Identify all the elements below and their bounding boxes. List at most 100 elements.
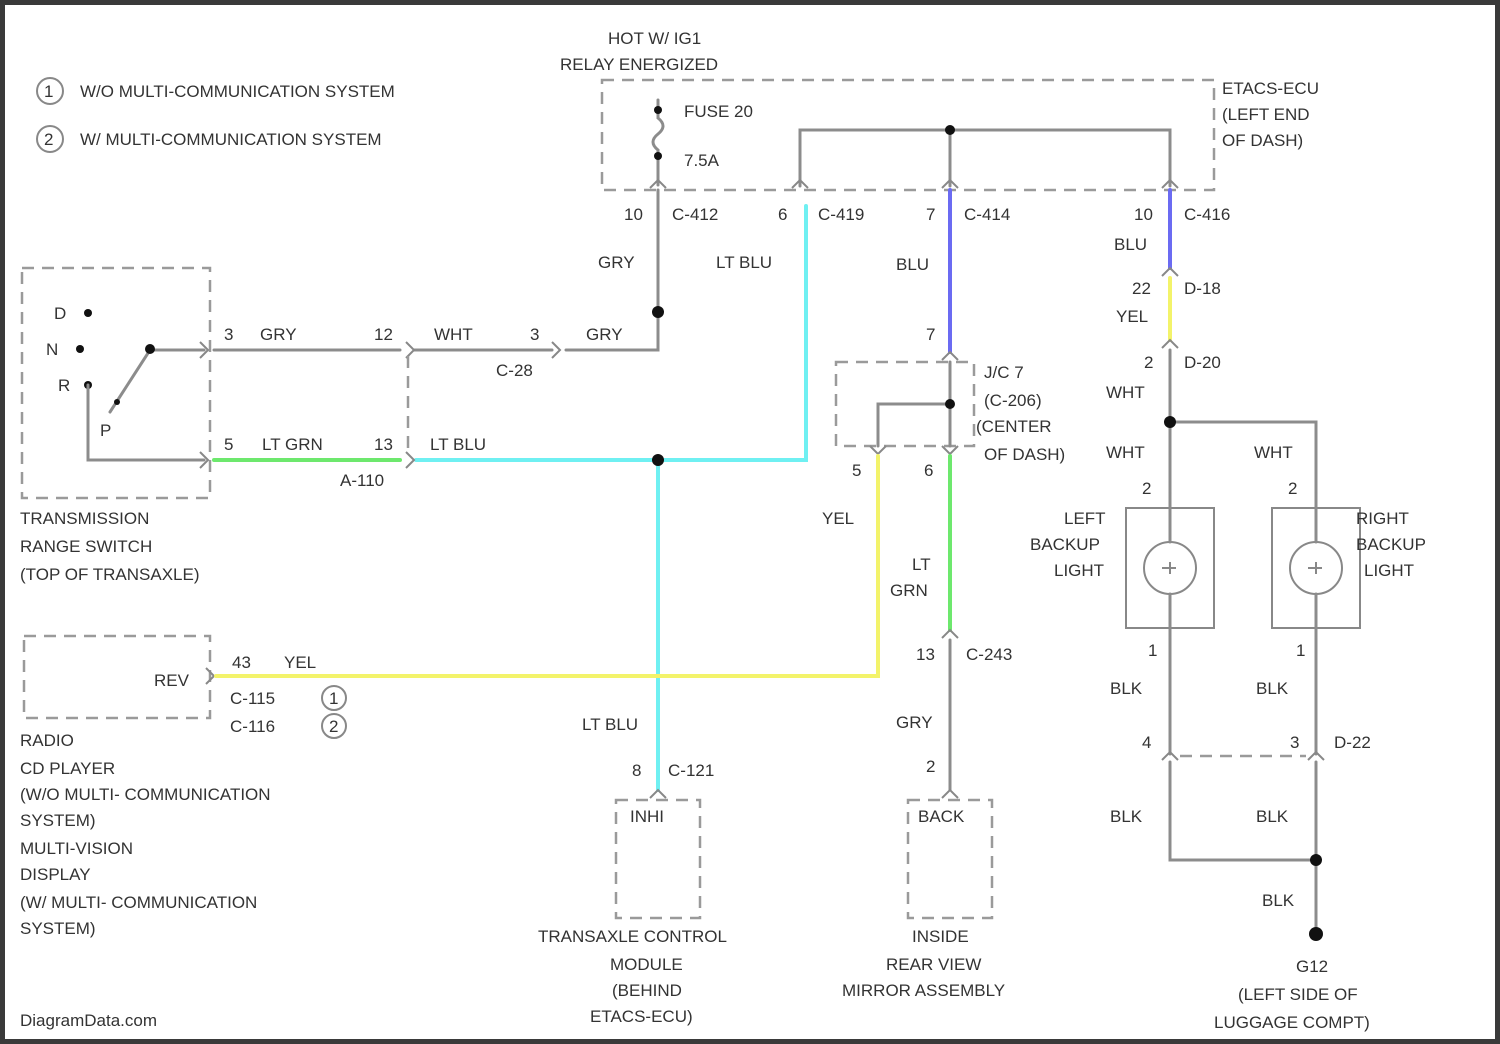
d20-pin: 2 <box>1144 353 1153 372</box>
yel-label-jc: YEL <box>822 509 854 528</box>
gry-label-c28: GRY <box>586 325 623 344</box>
gry-circuit: GRY GRY 3 WHT 12 C-28 GRY 3 <box>214 190 664 452</box>
c414-name: C-414 <box>964 205 1010 224</box>
c28-pin: 3 <box>530 325 539 344</box>
a110-pin-upper: 12 <box>374 325 393 344</box>
legend-text-2: W/ MULTI-COMMUNICATION SYSTEM <box>80 130 382 149</box>
switch-pos-r: R <box>58 376 70 395</box>
gry-label-mirror: GRY <box>896 713 933 732</box>
d22-name: D-22 <box>1334 733 1371 752</box>
switch-pin-3: 3 <box>224 325 233 344</box>
a110-pin-lower: 13 <box>374 435 393 454</box>
jc7-bus-branch <box>878 404 950 446</box>
lbl-pin-top: 2 <box>1142 479 1151 498</box>
ground-title-1: (LEFT SIDE OF <box>1238 985 1358 1004</box>
lbl-title-3: LIGHT <box>1054 561 1104 580</box>
mirror-pin-num: 2 <box>926 757 935 776</box>
d22-pin-right: 3 <box>1290 733 1299 752</box>
backup-light-circuit: BLU 22 D-18 YEL 2 D-20 WHT WHT WHT 2 2 L… <box>1030 190 1426 1032</box>
switch-contact-n <box>76 345 84 353</box>
wht-label-right: WHT <box>1254 443 1293 462</box>
etacs-label-2: (LEFT END <box>1222 105 1310 124</box>
ground-title-2: LUGGAGE COMPT) <box>1214 1013 1370 1032</box>
legend-num-1: 1 <box>44 82 53 101</box>
ground-g12-icon <box>1309 927 1323 941</box>
range-switch-dashed-box <box>22 268 210 498</box>
blk-label-left-lower: BLK <box>1110 807 1143 826</box>
d18-name: D-18 <box>1184 279 1221 298</box>
tcm-title-3: (BEHIND <box>612 981 682 1000</box>
c243-conn-symbol <box>942 630 958 638</box>
blk-wire-left-lower <box>1170 762 1316 860</box>
blu-label-jc: BLU <box>896 255 929 274</box>
d20-conn-symbol <box>1162 340 1178 348</box>
mirror-title-3: MIRROR ASSEMBLY <box>842 981 1005 1000</box>
rbl-pin-top: 2 <box>1288 479 1297 498</box>
fuse-label: FUSE 20 <box>684 102 753 121</box>
blu-label-d18: BLU <box>1114 235 1147 254</box>
splice-blk <box>1310 854 1322 866</box>
switch-pos-p: P <box>100 421 111 440</box>
c414-pin: 7 <box>926 205 935 224</box>
ltblu-label-tcm: LT BLU <box>582 715 638 734</box>
rbl-filament-icon <box>1308 562 1322 574</box>
blk-label-right-lower: BLK <box>1256 807 1289 826</box>
yel-wire-radio <box>216 456 878 676</box>
a110-conn-lower-symbol <box>406 452 414 468</box>
blk-label-left-upper: BLK <box>1110 679 1143 698</box>
wht-label-left: WHT <box>1106 443 1145 462</box>
c115-variant-num: 1 <box>329 689 338 708</box>
lbl-pin-bottom: 1 <box>1148 641 1157 660</box>
c416-pin: 10 <box>1134 205 1153 224</box>
rbl-title-3: LIGHT <box>1364 561 1414 580</box>
c121-pin: 8 <box>632 761 641 780</box>
switch-contact-d <box>84 309 92 317</box>
tcm-title-2: MODULE <box>610 955 683 974</box>
splice-ltblu <box>652 454 664 466</box>
jc7-pin-right: 6 <box>924 461 933 480</box>
radio-title-5: MULTI-VISION <box>20 839 133 858</box>
ground-name: G12 <box>1296 957 1328 976</box>
blk-label-ground: BLK <box>1262 891 1295 910</box>
radio-rev-pin: REV <box>154 671 190 690</box>
d22-pin-left: 4 <box>1142 733 1151 752</box>
radio-title-7: (W/ MULTI- COMMUNICATION <box>20 893 257 912</box>
c116-name: C-116 <box>230 717 275 736</box>
c412-pin: 10 <box>624 205 643 224</box>
etacs-label-1: ETACS-ECU <box>1222 79 1319 98</box>
switch-title-2: RANGE SWITCH <box>20 537 152 556</box>
d22-conn-right <box>1308 752 1324 760</box>
jc7-label-3: (CENTER <box>976 417 1052 436</box>
splice-etacs-bus <box>945 125 955 135</box>
legend: 1 W/O MULTI-COMMUNICATION SYSTEM 2 W/ MU… <box>37 78 395 152</box>
radio-title-1: RADIO <box>20 731 74 750</box>
d22-conn-left <box>1162 752 1178 760</box>
switch-arm-tip <box>114 399 120 405</box>
legend-num-2: 2 <box>44 130 53 149</box>
jc7-conn-top <box>942 352 958 360</box>
a110-name: A-110 <box>340 471 384 490</box>
c121-conn-symbol <box>650 790 666 798</box>
c116-variant-num: 2 <box>329 717 338 736</box>
mirror-pin-label: BACK <box>918 807 965 826</box>
c412-name: C-412 <box>672 205 718 224</box>
c115-name: C-115 <box>230 689 275 708</box>
ltblu-circuit: 5 LT GRN 13 LT BLU A-110 LT BLU LT BLU <box>214 206 806 790</box>
ltblu-label-etacs: LT BLU <box>716 253 772 272</box>
lbl-filament-icon <box>1162 562 1176 574</box>
switch-pos-n: N <box>46 340 58 359</box>
etacs-block: HOT W/ IG1 RELAY ENERGIZED ETACS-ECU (LE… <box>560 29 1319 190</box>
relay-label-1: HOT W/ IG1 <box>608 29 701 48</box>
c121-name: C-121 <box>668 761 714 780</box>
watermark: DiagramData.com <box>20 1011 157 1030</box>
radio-title-8: SYSTEM) <box>20 919 96 938</box>
d18-conn-symbol <box>1162 268 1178 276</box>
switch-pos-d: D <box>54 304 66 323</box>
tcm-title-4: ETACS-ECU) <box>590 1007 693 1026</box>
splice-gry <box>652 306 664 318</box>
radio-block: REV 43 YEL C-115 1 C-116 2 RADIO CD PLAY… <box>20 636 346 938</box>
lt-label: LT <box>912 555 931 574</box>
jc7-pin-top: 7 <box>926 325 935 344</box>
etacs-connectors: 10 C-412 6 C-419 7 C-414 10 C-416 <box>624 180 1230 224</box>
jc7-pin-left: 5 <box>852 461 861 480</box>
